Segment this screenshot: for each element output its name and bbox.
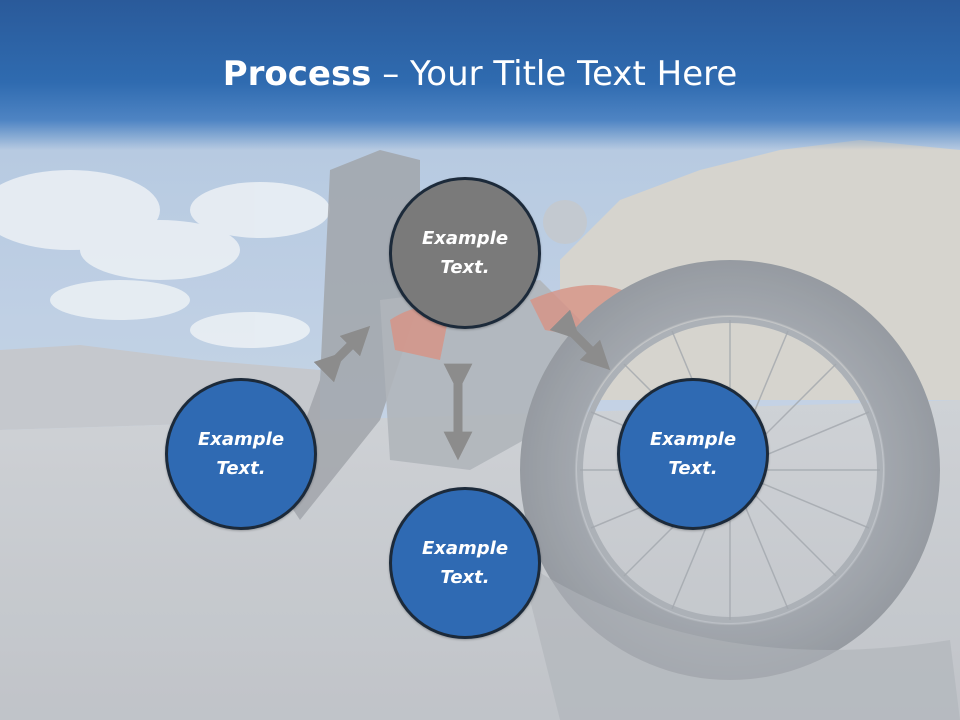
- node-center[interactable]: Example Text.: [389, 177, 541, 329]
- arrow-center-left: [313, 325, 371, 383]
- title-rest: – Your Title Text Here: [371, 54, 738, 94]
- title-bar: [0, 0, 960, 150]
- node-center-label: Example Text.: [421, 228, 509, 278]
- node-right-label: Example Text.: [649, 429, 737, 479]
- node-right[interactable]: Example Text.: [617, 378, 769, 530]
- node-bottom[interactable]: Example Text.: [389, 487, 541, 639]
- node-left[interactable]: Example Text.: [165, 378, 317, 530]
- clouds: [0, 170, 330, 348]
- slide-title: Process – Your Title Text Here: [0, 52, 960, 96]
- title-bold: Process: [222, 54, 372, 94]
- arrow-center-right: [549, 309, 611, 371]
- node-bottom-label: Example Text.: [421, 538, 509, 588]
- node-left-label: Example Text.: [197, 429, 285, 479]
